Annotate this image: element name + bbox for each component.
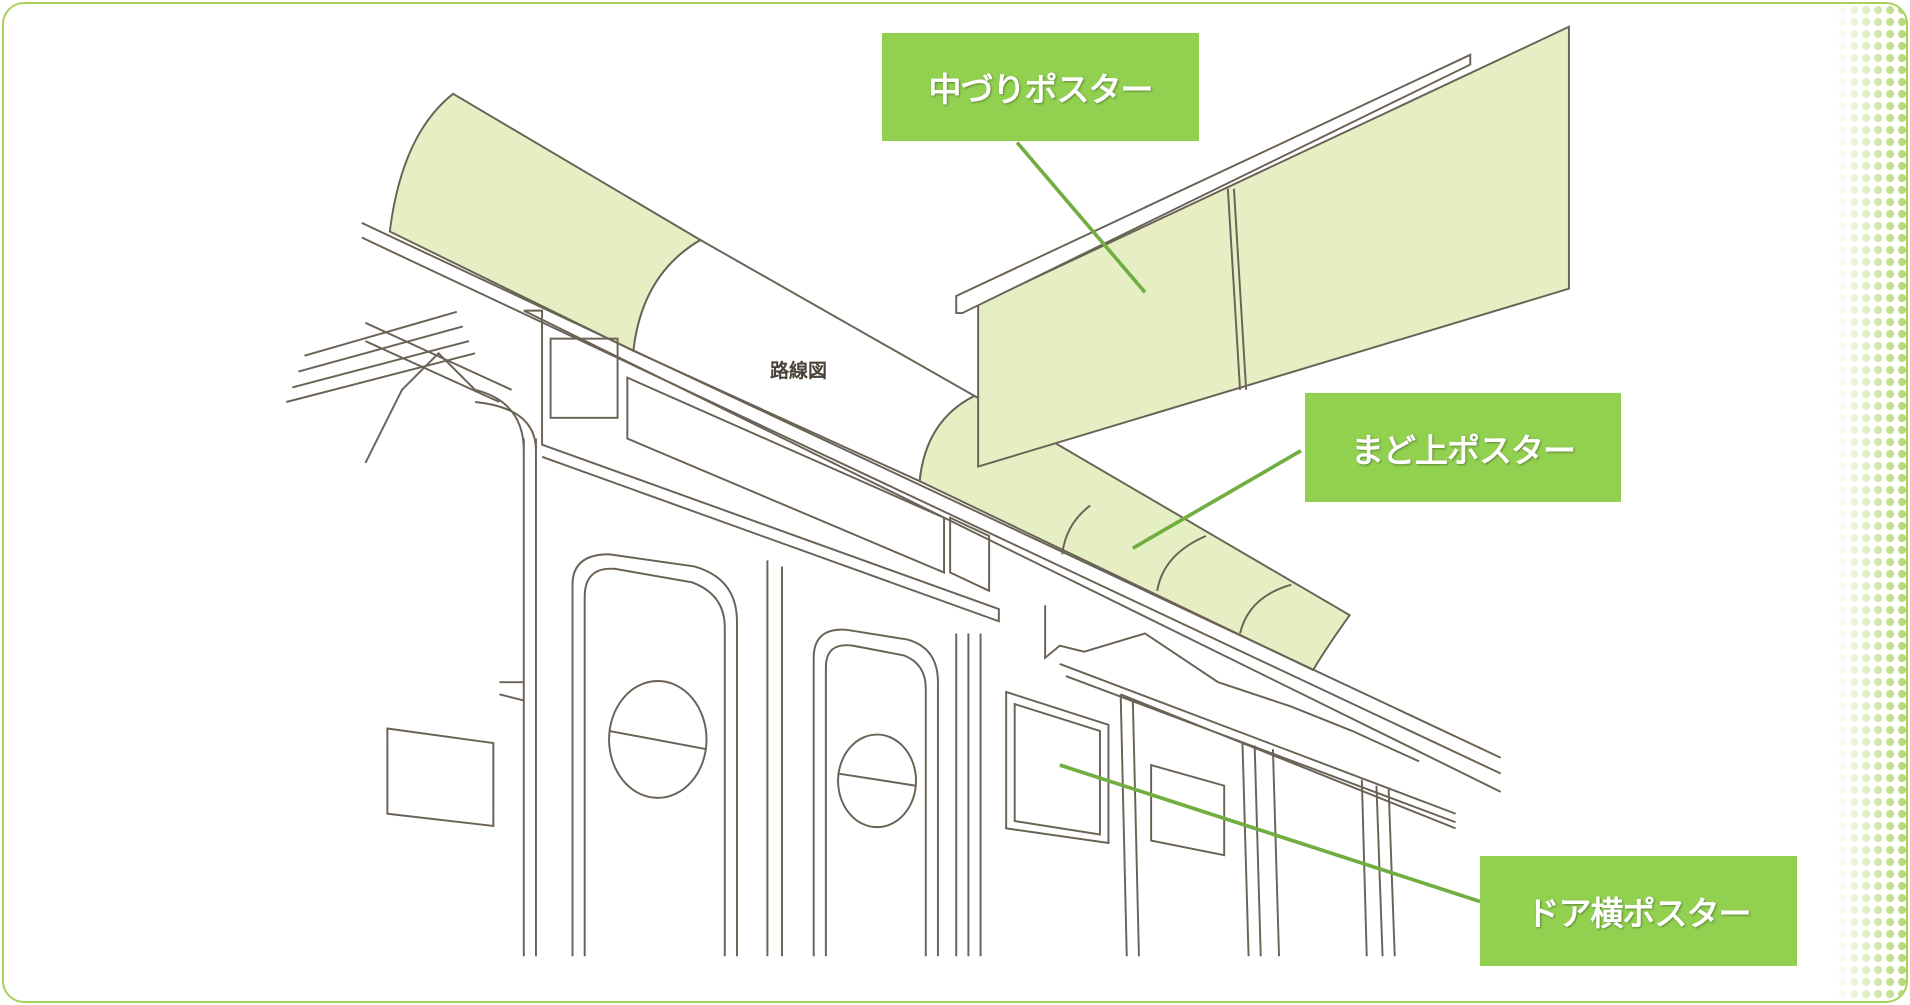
hanging-poster (977, 25, 1570, 468)
label-hanging-poster: 中づりポスター (882, 33, 1199, 141)
route-map-label: 路線図 (770, 360, 828, 382)
label-door-side-poster: ドア横ポスター (1480, 856, 1797, 966)
above-window-poster-right (918, 394, 1352, 672)
hanging-rail (955, 53, 1472, 315)
door-side-poster (1005, 690, 1110, 845)
halftone-decoration (1836, 4, 1906, 1001)
label-above-window-poster: まど上ポスター (1305, 393, 1621, 502)
leader-line-door-side (1059, 763, 1481, 904)
leader-line-hanging (1015, 141, 1147, 294)
leader-line-above-window (1131, 449, 1302, 550)
